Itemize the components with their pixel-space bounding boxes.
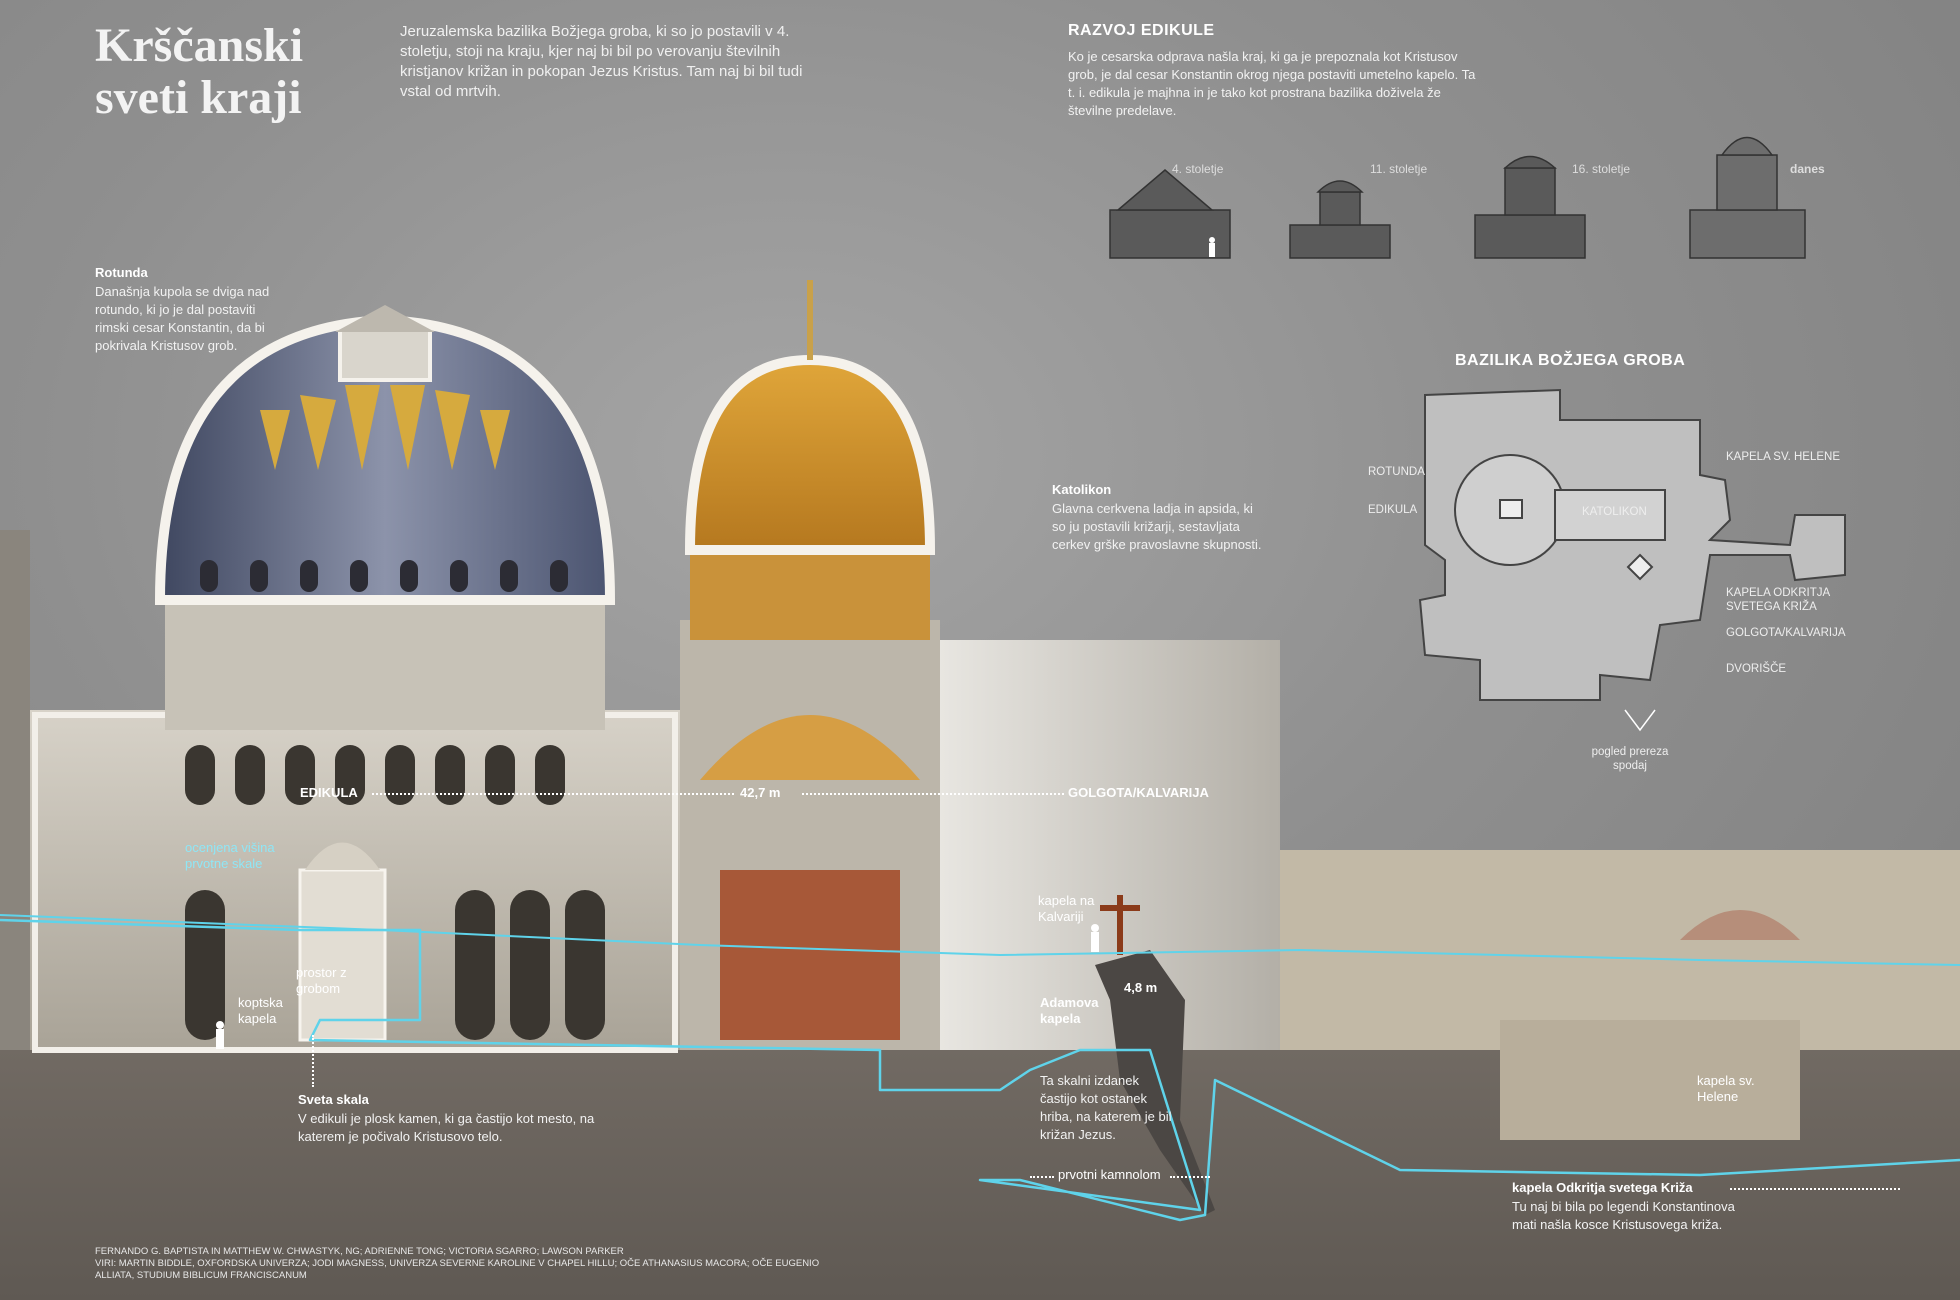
helena-chapel-area [1280,850,1960,1050]
odkritje-text: Tu naj bi bila po legendi Konstantinova … [1512,1199,1735,1232]
left-wall-section [0,530,30,1050]
iconostasis [720,870,900,1040]
era-label-11th: 11. stoletje [1370,162,1428,176]
label-height: 42,7 m [740,785,781,800]
odkritje-leader [1730,1188,1900,1190]
height-leader-line [372,793,734,795]
plan-label-kapela-odkritja: KAPELA ODKRITJA SVETEGA KRIŽA [1726,587,1830,613]
edicule-era-drawings [1109,136,1806,259]
rock-text: Ta skalni izdanek častijo kot ostanek hr… [1040,1073,1172,1142]
era-label-4th: 4. stoletje [1172,162,1224,176]
era-label-today: danes [1790,162,1825,176]
plan-label-kapela-helene: KAPELA SV. HELENE [1726,451,1841,463]
edicule-dev-text: Ko je cesarska odprava našla kraj, ki ga… [1068,49,1476,118]
rotunda-drum [165,600,605,730]
helena-dome [1680,910,1800,940]
katolikon-dome [684,354,936,555]
rotunda-arcades [185,745,605,1040]
label-prostor: prostor z grobom [296,965,347,996]
plan-label-golgota: GOLGOTA/KALVARIJA [1726,627,1846,639]
bedrock-outline [0,918,1960,1222]
credits: Fernando G. Baptista in Matthew W. Chwas… [95,1246,820,1281]
plan-label-rotunda: ROTUNDA [1368,466,1425,478]
dome-star-rays [260,385,510,470]
edicule-11th-century [1289,180,1391,259]
intro-paragraph: Jeruzalemska bazilika Božjega groba, ki … [400,23,803,100]
dome-windows [200,560,568,592]
human-scale-figure [216,924,1099,1049]
label-koptska: koptska kapela [238,995,283,1026]
quarry-leader-left [1030,1176,1054,1178]
katolikon-drum [690,550,930,640]
edicule-dev-heading: RAZVOJ EDIKULE [1068,22,1215,39]
label-helene: kapela sv. Helene [1697,1073,1755,1104]
era-label-16th: 16. stoletje [1572,162,1631,176]
plan-label-katolikon: KATOLIKON [1582,506,1647,518]
golgota-rock [1095,950,1215,1215]
height-leader-line-right [802,793,1064,795]
katolikon-heading: Katolikon [1052,482,1112,497]
basilica-floor-plan [1418,388,1846,701]
edicule-16th-century [1474,155,1586,259]
view-direction-arrow [1624,709,1656,732]
plan-label-dvorisce: DVORIŠČE [1726,663,1787,675]
cross-icon [1117,895,1123,955]
quarry-leader-right [1170,1176,1210,1178]
label-quarry: prvotni kamnolom [1058,1167,1161,1182]
edicule-today [1689,136,1806,259]
plan-label-edikula: EDIKULA [1368,504,1418,516]
rotunda-heading: Rotunda [95,265,148,280]
plan-view-note: pogled prereza spodaj [1591,746,1669,772]
label-golgota: GOLGOTA/KALVARIJA [1068,785,1209,800]
label-adamova: Adamova kapela [1040,995,1099,1026]
main-title: Krščanski sveti kraji [95,19,304,124]
edicule-structure [298,868,387,1042]
label-kapela-kalvarija: kapela na Kalvariji [1038,893,1095,924]
label-estimate: ocenjena višina prvotne skale [185,840,275,871]
label-rock-height: 4,8 m [1124,980,1158,995]
sveta-skala-leader [312,1035,314,1087]
katolikon-text: Glavna cerkvena ladja in apsida, ki so j… [1052,501,1262,552]
sveta-skala-text: V edikuli je plosk kamen, ki ga častijo … [298,1111,595,1144]
original-rock-height-line [0,914,1960,966]
rotunda-lantern [338,328,432,382]
plan-heading: BAZILIKA BOŽJEGA GROBA [1455,352,1686,369]
rotunda-text: Današnja kupola se dviga nad rotundo, ki… [95,284,270,353]
label-edikula: EDIKULA [300,785,358,800]
odkritje-heading: kapela Odkritja svetega Križa [1512,1180,1693,1195]
era-human-figures [1209,237,1215,257]
sveta-skala-heading: Sveta skala [298,1092,369,1107]
